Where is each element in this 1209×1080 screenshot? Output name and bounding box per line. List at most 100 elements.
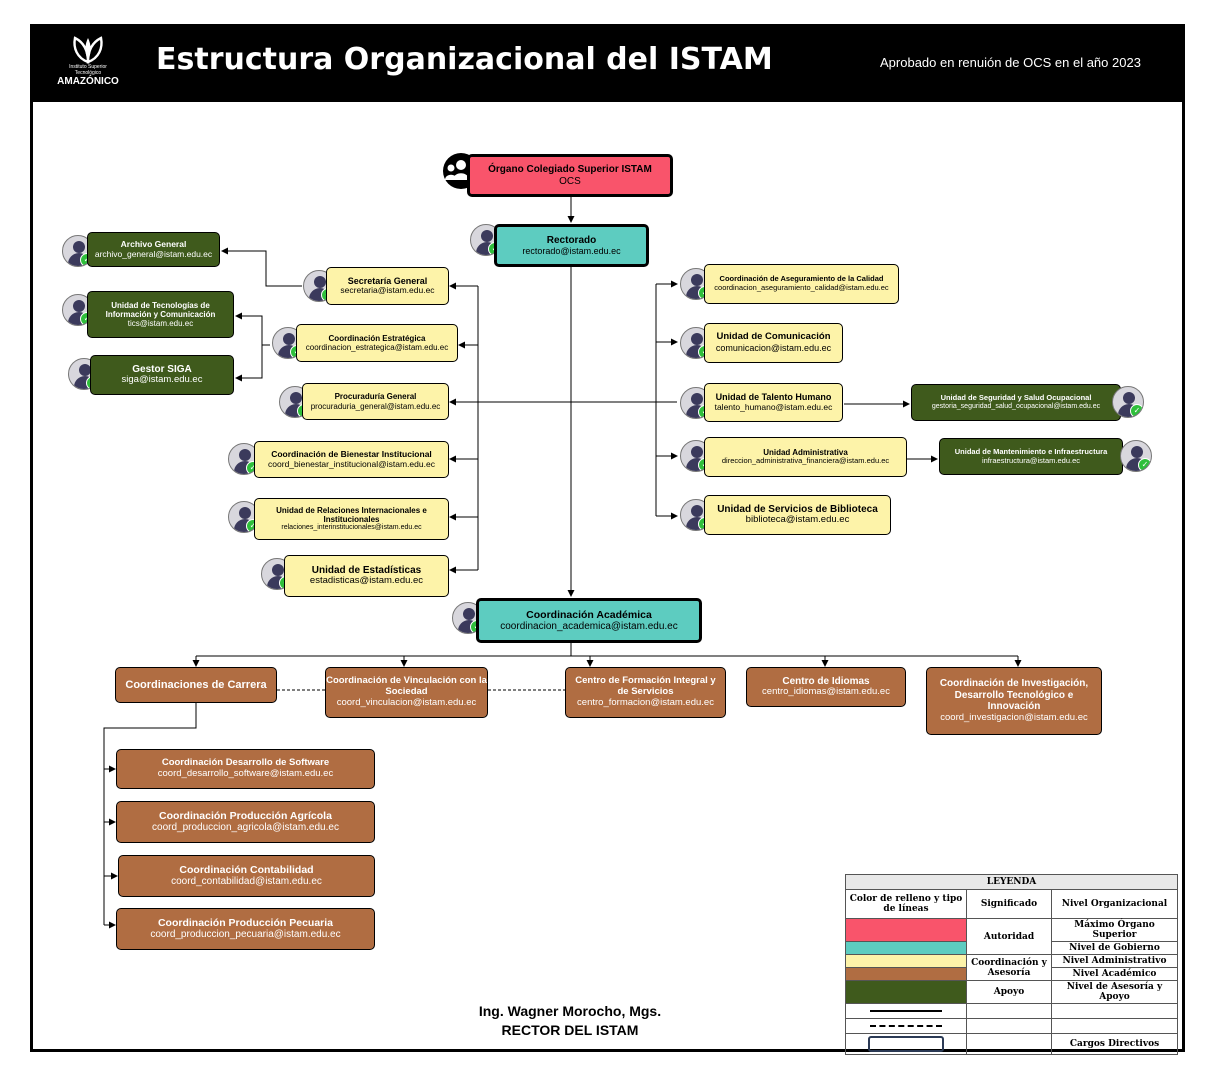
legend-directive-box	[845, 1033, 967, 1055]
rector-signature: Ing. Wagner Morocho, Mgs. RECTOR DEL IST…	[430, 1002, 710, 1040]
gestor-siga-box[interactable]: Gestor SIGA siga@istam.edu.ec	[90, 355, 234, 395]
unit-email: coord_bienestar_institucional@istam.edu.…	[268, 458, 435, 469]
unit-title: Coordinaciones de Carrera	[125, 678, 267, 691]
legend-col-meaning: Significado	[966, 889, 1052, 919]
unit-email: comunicacion@istam.edu.ec	[715, 343, 832, 354]
legend-meaning-autoridad: Autoridad	[966, 918, 1052, 955]
legend-empty-cell	[966, 1033, 1052, 1055]
unit-email: direccion_administrativa_financiera@ista…	[721, 456, 890, 466]
unit-title: Unidad de Seguridad y Salud Ocupacional	[940, 393, 1092, 403]
unit-title: Unidad de Tecnologías de Información y C…	[105, 300, 216, 319]
legend-title: LEYENDA	[845, 874, 1178, 890]
unit-email: coordinacion_aseguramiento_calidad@istam…	[714, 283, 889, 292]
centro-idiomas-box[interactable]: Centro de Idiomas centro_idiomas@istam.e…	[746, 667, 906, 707]
rector-name: Ing. Wagner Morocho, Mgs.	[478, 1003, 662, 1019]
bienestar-institucional-box[interactable]: Coordinación de Bienestar Institucional …	[254, 441, 449, 478]
unit-email: estadisticas@istam.edu.ec	[309, 575, 424, 587]
relaciones-internacionales-box[interactable]: Unidad de Relaciones Internacionales e I…	[254, 498, 449, 540]
legend-swatch-yellow	[845, 954, 967, 968]
coordinacion-estrategica-box[interactable]: Coordinación Estratégica coordinacion_es…	[296, 324, 458, 362]
unit-email: centro_formacion@istam.edu.ec	[577, 696, 714, 708]
unit-title: Coordinación Contabilidad	[179, 864, 314, 877]
unit-email: secretaria@istam.edu.ec	[340, 285, 435, 296]
unit-email: infraestructura@istam.edu.ec	[981, 455, 1081, 465]
archivo-general-box[interactable]: Archivo General archivo_general@istam.ed…	[87, 232, 220, 267]
unit-email: tics@istam.edu.ec	[127, 319, 194, 329]
unit-email: centro_idiomas@istam.edu.ec	[762, 686, 890, 698]
unit-title: Coordinación Producción Agrícola	[159, 810, 332, 823]
avatar-icon: ✓	[1112, 386, 1144, 418]
formacion-integral-box[interactable]: Centro de Formación Integral y de Servic…	[565, 667, 726, 718]
secretaria-general-box[interactable]: Secretaría General secretaria@istam.edu.…	[326, 267, 449, 305]
unit-title: Unidad de Relaciones Internacionales e I…	[276, 505, 427, 524]
coordinaciones-carrera-box[interactable]: Coordinaciones de Carrera	[115, 667, 277, 703]
tics-box[interactable]: Unidad de Tecnologías de Información y C…	[87, 291, 234, 338]
legend-swatch-brown	[845, 967, 967, 981]
legend-empty-cell	[966, 1018, 1052, 1034]
legend-meaning-apoyo: Apoyo	[966, 980, 1052, 1004]
talento-humano-box[interactable]: Unidad de Talento Humano talento_humano@…	[704, 383, 843, 422]
unit-title: Archivo General	[120, 238, 187, 249]
desarrollo-software-box[interactable]: Coordinación Desarrollo de Software coor…	[116, 749, 375, 789]
investigacion-box[interactable]: Coordinación de Investigación, Desarroll…	[926, 667, 1102, 735]
unidad-administrativa-box[interactable]: Unidad Administrativa direccion_administ…	[704, 437, 907, 477]
ocs-subtitle: OCS	[559, 175, 581, 187]
unit-title: Unidad Administrativa	[763, 448, 848, 458]
rectorado-email: rectorado@istam.edu.ec	[522, 246, 621, 257]
unit-title: Coordinación Estratégica	[328, 333, 426, 343]
estadisticas-box[interactable]: Unidad de Estadísticas estadisticas@ista…	[284, 555, 449, 597]
rectorado-box[interactable]: Rectorado rectorado@istam.edu.ec	[494, 224, 649, 267]
unit-title: Coordinación de Aseguramiento de la Cali…	[719, 274, 884, 284]
procuraduria-general-box[interactable]: Procuraduría General procuraduria_genera…	[302, 383, 449, 420]
unit-title: Unidad de Servicios de Biblioteca	[717, 503, 878, 515]
unit-email: coordinacion_estrategica@istam.edu.ec	[305, 343, 449, 352]
biblioteca-box[interactable]: Unidad de Servicios de Biblioteca biblio…	[704, 495, 891, 535]
unit-title: Unidad de Mantenimiento e Infraestructur…	[954, 446, 1108, 456]
page-title: Estructura Organizacional del ISTAM	[156, 42, 773, 77]
vinculacion-box[interactable]: Coordinación de Vinculación con la Socie…	[325, 667, 488, 718]
unit-title: Unidad de Comunicación	[716, 331, 831, 343]
unit-title: Coordinación de Vinculación con la Socie…	[326, 675, 487, 698]
unit-title: Coordinación de Investigación, Desarroll…	[939, 678, 1089, 713]
produccion-agricola-box[interactable]: Coordinación Producción Agrícola coord_p…	[116, 801, 375, 843]
legend-level: Nivel de Gobierno	[1051, 941, 1178, 955]
leaf-logo-icon	[73, 36, 103, 64]
contabilidad-box[interactable]: Coordinación Contabilidad coord_contabil…	[118, 855, 375, 897]
unit-title: Secretaría General	[347, 275, 428, 286]
unit-title: Unidad de Estadísticas	[311, 564, 422, 576]
aseguramiento-calidad-box[interactable]: Coordinación de Aseguramiento de la Cali…	[704, 264, 899, 304]
legend-level: Nivel Administrativo	[1051, 954, 1178, 968]
ocs-box[interactable]: Órgano Colegiado Superior ISTAM OCS	[467, 154, 673, 197]
legend-swatch-red	[845, 918, 967, 942]
unit-email: archivo_general@istam.edu.ec	[94, 248, 213, 259]
avatar-icon: ✓	[1120, 440, 1152, 472]
unit-title: Centro de Formación Integral y de Servic…	[575, 675, 716, 698]
mantenimiento-infraestructura-box[interactable]: Unidad de Mantenimiento e Infraestructur…	[939, 438, 1123, 475]
legend-table: LEYENDA Color de relleno y tipo de línea…	[845, 874, 1178, 1055]
seguridad-salud-box[interactable]: Unidad de Seguridad y Salud Ocupacional …	[911, 384, 1121, 421]
unit-email: talento_humano@istam.edu.ec	[714, 401, 833, 412]
legend-empty-cell	[966, 1003, 1052, 1019]
unit-title: Coordinación Académica	[526, 608, 652, 621]
unit-email: siga@istam.edu.ec	[121, 374, 203, 386]
unit-email: coord_contabilidad@istam.edu.ec	[171, 876, 322, 888]
legend-swatch-green	[845, 980, 967, 1004]
unit-title: Centro de Idiomas	[782, 675, 870, 687]
produccion-pecuaria-box[interactable]: Coordinación Producción Pecuaria coord_p…	[116, 908, 375, 950]
coordinacion-academica-box[interactable]: Coordinación Académica coordinacion_acad…	[476, 598, 702, 643]
legend-meaning-coordinacion: Coordinación y Asesoría	[966, 954, 1052, 981]
legend-dashed-line	[845, 1018, 967, 1034]
legend-swatch-teal	[845, 941, 967, 955]
legend-empty-cell	[1051, 1018, 1178, 1034]
ocs-title: Órgano Colegiado Superior ISTAM	[488, 164, 652, 175]
unit-email: coord_produccion_agricola@istam.edu.ec	[152, 822, 339, 834]
unit-title: Coordinación Producción Pecuaria	[157, 917, 334, 930]
unit-title: Coordinación Desarrollo de Software	[161, 757, 330, 769]
unit-email: coord_produccion_pecuaria@istam.edu.ec	[150, 929, 341, 941]
comunicacion-box[interactable]: Unidad de Comunicación comunicacion@ista…	[704, 323, 843, 363]
rectorado-title: Rectorado	[546, 234, 597, 246]
unit-email: procuraduria_general@istam.edu.ec	[310, 401, 441, 411]
logo-wordmark: AMAZÓNICO	[57, 76, 119, 87]
unit-title: Gestor SIGA	[132, 363, 192, 375]
